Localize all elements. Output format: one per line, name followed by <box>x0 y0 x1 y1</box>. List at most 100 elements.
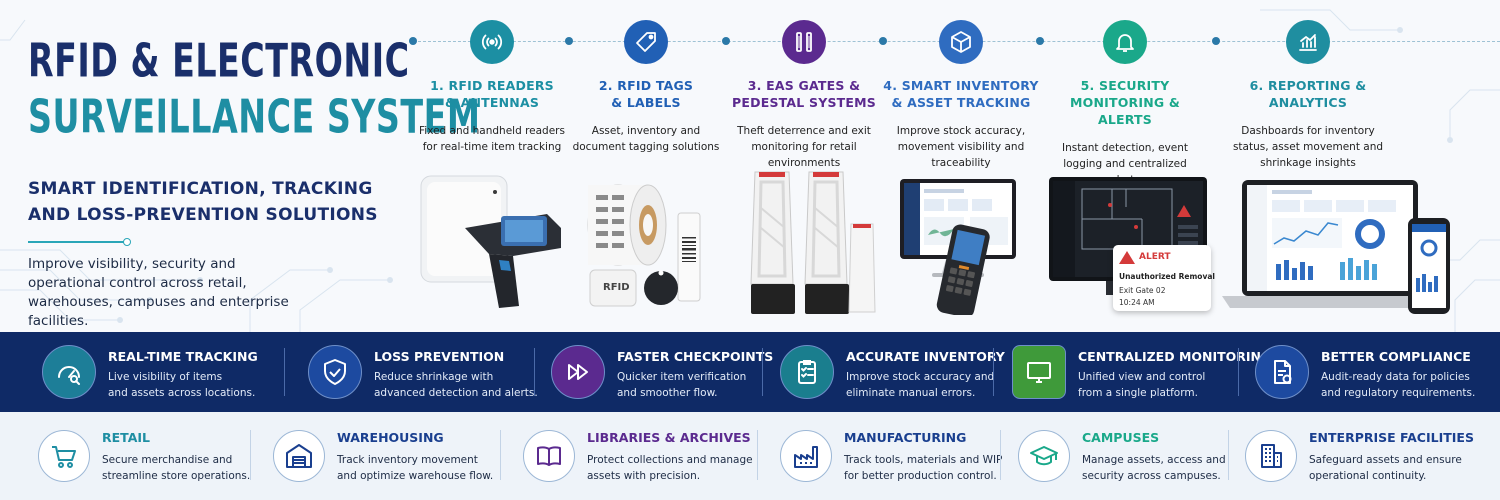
hero-title-line2: SURVEILLANCE SYSTEM <box>28 89 481 144</box>
benefit-description: Unified view and control from a single pl… <box>1078 369 1205 401</box>
hero-subtitle: SMART IDENTIFICATION, TRACKING AND LOSS-… <box>28 176 408 228</box>
cart-icon <box>38 430 90 482</box>
divider <box>500 430 501 480</box>
feature-title-line1: 5. SECURITY <box>1080 78 1170 93</box>
feature-title: 6. REPORTING & ANALYTICS <box>1230 77 1386 111</box>
alert-card: ALERT Unauthorized Removal Exit Gate 02 … <box>1113 245 1215 311</box>
divider <box>993 348 994 396</box>
benefit-title: FASTER CHECKPOINTS <box>617 349 774 364</box>
industry-desc-line1: Protect collections and manage <box>587 454 753 466</box>
feature-title-line1: 6. REPORTING & <box>1249 78 1367 93</box>
benefit-desc-line2: from a single platform. <box>1078 387 1198 399</box>
benefit-desc-line2: advanced detection and alerts. <box>374 387 538 399</box>
industry-title: MANUFACTURING <box>844 430 967 445</box>
industry-desc-line2: and optimize warehouse flow. <box>337 470 494 482</box>
feature-title-line2: ANALYTICS <box>1268 95 1348 110</box>
feature-title-line2: & LABELS <box>611 95 681 110</box>
feature-smart-inventory: 4. SMART INVENTORY & ASSET TRACKING Impr… <box>883 20 1039 171</box>
industry-description: Safeguard assets and ensure operational c… <box>1309 452 1462 484</box>
gauge-icon <box>42 345 96 399</box>
benefits-band: REAL-TIME TRACKING Live visibility of it… <box>0 332 1500 412</box>
benefit-desc-line1: Quicker item verification <box>617 371 747 383</box>
gate-icon <box>782 20 826 64</box>
hero-title-line1: RFID & ELECTRONIC <box>28 33 410 88</box>
benefit-desc-line2: and smoother flow. <box>617 387 718 399</box>
feature-title: 1. RFID READERS & ANTENNAS <box>414 77 570 111</box>
bell-icon <box>1103 20 1147 64</box>
benefit-desc-line1: Reduce shrinkage with <box>374 371 494 383</box>
industry-desc-line1: Manage assets, access and <box>1082 454 1226 466</box>
feature-title-line1: 2. RFID TAGS <box>598 78 694 93</box>
rfid-tags-illustration <box>587 184 701 307</box>
divider <box>534 348 535 396</box>
industry-title: RETAIL <box>102 430 151 445</box>
industry-title: ENTERPRISE FACILITIES <box>1309 430 1474 445</box>
book-icon <box>523 430 575 482</box>
document-check-icon <box>1255 345 1309 399</box>
eas-gates-illustration <box>750 171 876 314</box>
feature-description: Fixed and handheld readers for real-time… <box>419 125 565 153</box>
benefit-title: LOSS PREVENTION <box>374 349 505 364</box>
warning-icon <box>1119 251 1135 264</box>
feature-title-line2: & ASSET TRACKING <box>891 95 1031 110</box>
timeline-dot <box>722 37 730 45</box>
analytics-laptop-illustration <box>1222 180 1450 314</box>
clipboard-check-icon <box>780 345 834 399</box>
feature-title: 3. EAS GATES & PEDESTAL SYSTEMS <box>726 77 882 111</box>
divider <box>762 348 763 396</box>
feature-rfid-readers: 1. RFID READERS & ANTENNAS Fixed and han… <box>414 20 570 155</box>
inventory-dashboard-illustration <box>900 179 1016 315</box>
feature-title: 5. SECURITY MONITORING & ALERTS <box>1047 77 1203 128</box>
feature-description: Dashboards for inventory status, asset m… <box>1232 125 1384 169</box>
industries-row: RETAIL Secure merchandise and streamline … <box>0 412 1500 500</box>
rfid-card-label: RFID <box>603 282 630 293</box>
industry-description: Track tools, materials and WIP for better… <box>844 452 1002 484</box>
feature-rfid-tags: 2. RFID TAGS & LABELS Asset, inventory a… <box>568 20 724 155</box>
alert-event: Unauthorized Removal <box>1119 272 1215 281</box>
industry-desc-line1: Track tools, materials and WIP <box>844 454 1003 466</box>
timeline-dot <box>565 37 573 45</box>
feature-reporting-analytics: 6. REPORTING & ANALYTICS Dashboards for … <box>1230 20 1386 171</box>
box-icon <box>939 20 983 64</box>
feature-title-line1: 3. EAS GATES & <box>747 78 861 93</box>
feature-eas-gates: 3. EAS GATES & PEDESTAL SYSTEMS Theft de… <box>726 20 882 171</box>
feature-title-line2: MONITORING & ALERTS <box>1070 95 1180 127</box>
feature-title-line2: & ANTENNAS <box>444 95 540 110</box>
industry-desc-line2: for better production control. <box>844 470 997 482</box>
timeline-dot <box>1036 37 1044 45</box>
industry-desc-line1: Safeguard assets and ensure <box>1309 454 1462 466</box>
benefit-desc-line1: Unified view and control <box>1078 371 1206 383</box>
hero-subtitle-line2: AND LOSS-PREVENTION SOLUTIONS <box>28 205 378 225</box>
rfid-signal-icon <box>470 20 514 64</box>
circuit-background <box>0 9 1500 332</box>
industry-desc-line1: Secure merchandise and <box>102 454 233 466</box>
industry-desc-line2: operational continuity. <box>1309 470 1427 482</box>
alert-title: ALERT <box>1139 252 1171 262</box>
timeline-dot <box>879 37 887 45</box>
benefit-desc-line2: and regulatory requirements. <box>1321 387 1476 399</box>
industry-desc-line2: streamline store operations. <box>102 470 251 482</box>
benefit-title: ACCURATE INVENTORY <box>846 349 1005 364</box>
feature-security-monitoring: 5. SECURITY MONITORING & ALERTS Instant … <box>1047 20 1203 188</box>
benefit-desc-line1: Live visibility of items <box>108 371 223 383</box>
industry-title: WAREHOUSING <box>337 430 444 445</box>
industry-title: LIBRARIES & ARCHIVES <box>587 430 751 445</box>
graduation-cap-icon <box>1018 430 1070 482</box>
timeline-dot <box>409 37 417 45</box>
divider <box>250 430 251 480</box>
divider <box>1228 430 1229 480</box>
fast-forward-icon <box>551 345 605 399</box>
benefit-description: Live visibility of items and assets acros… <box>108 369 255 401</box>
benefit-title: CENTRALIZED MONITORING <box>1078 349 1272 364</box>
industry-title: CAMPUSES <box>1082 430 1160 445</box>
divider <box>1238 348 1239 396</box>
divider <box>757 430 758 480</box>
benefit-desc-line2: and assets across locations. <box>108 387 256 399</box>
bar-chart-icon <box>1286 20 1330 64</box>
office-building-icon <box>1245 430 1297 482</box>
